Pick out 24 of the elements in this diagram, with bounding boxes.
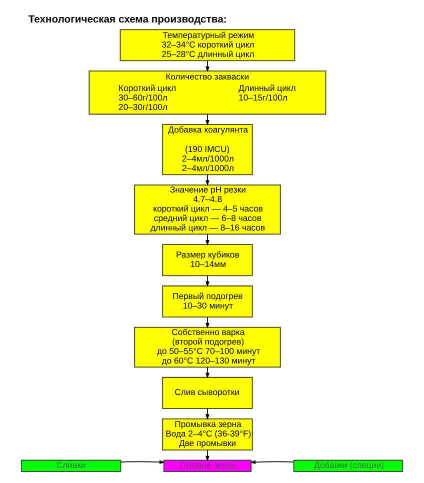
node-box: Слив сыворотки (162, 376, 253, 410)
node-box: Добавка коагулянта (190 IMCU) 2–4мл/1000л 2–4мл/1000л (162, 124, 253, 176)
arrow (206, 408, 210, 420)
arrow (206, 316, 210, 328)
diagram-title: Технологическая схема производства: (28, 14, 227, 26)
arrow (206, 450, 210, 462)
node-box: Добавки (специи) (293, 460, 404, 472)
arrow (206, 60, 210, 72)
node-box: Собственно варка (второй подогрев) до 50–55°C 70–100 минут до 60°C 120–130 минут (134, 326, 281, 368)
node-box: Количество закваски Короткий цикл 30–60г/100л 20–30г/100л Длинный цикл 10–15г/100л (88, 70, 326, 115)
arrow (206, 174, 210, 186)
arrow (206, 234, 210, 246)
node-box: Размер кубиков 10–14мм (162, 244, 253, 276)
node-box: Температурный режим 32–34°C короткий цикл 25–28°C длинный цикл (120, 29, 296, 62)
node-box: Первый подогрев 10–30 минут (162, 285, 253, 318)
arrow (206, 114, 210, 126)
arrow (206, 366, 210, 379)
node-box: Сливки (20, 460, 122, 472)
arrow (206, 275, 210, 287)
node-box: Промывка зерна Вода 2–4°C (36-39°F) Две промывки (162, 418, 253, 450)
node-box: Значение pH резки 4.7–4.8 короткий цикл — 4–5 часов средний цикл — 6–8 часов длинный цикл — 8–16 часов (134, 184, 281, 235)
node-box: Готовое зерно (163, 460, 252, 472)
arrow (120, 460, 166, 464)
arrow (250, 460, 294, 464)
